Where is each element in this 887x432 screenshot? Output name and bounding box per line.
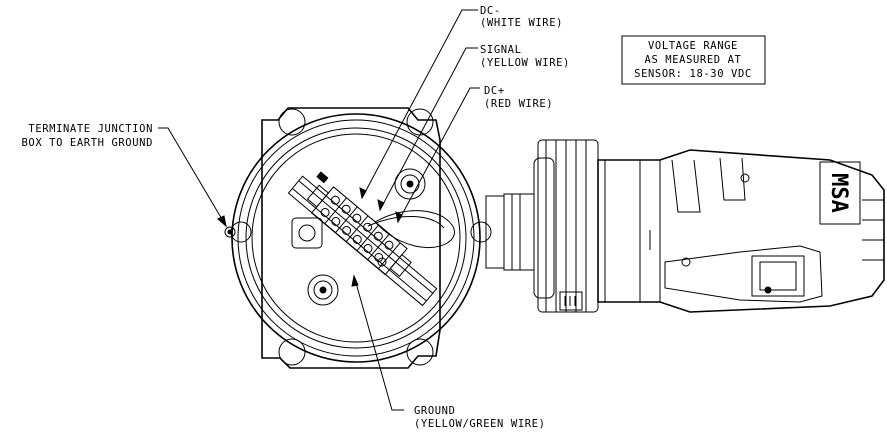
callout-ground-wire: (YELLOW/GREEN WIRE) bbox=[414, 418, 546, 430]
lug-left bbox=[230, 221, 252, 243]
sensor-label-plate bbox=[559, 291, 583, 311]
junction-box-inner-ring bbox=[245, 127, 467, 349]
callout-signal: SIGNAL (YELLOW WIRE) bbox=[480, 44, 570, 69]
conduit-nut bbox=[485, 195, 505, 269]
leader-earth-ground bbox=[158, 127, 227, 227]
leader-signal bbox=[379, 47, 478, 211]
terminal-screws bbox=[320, 195, 394, 262]
callout-signal-title: SIGNAL bbox=[480, 44, 522, 56]
housing-ear-top-left bbox=[278, 108, 306, 136]
callout-dc-plus-title: DC+ bbox=[484, 85, 505, 97]
callout-dc-plus: DC+ (RED WIRE) bbox=[484, 85, 553, 110]
mounting-boss-left bbox=[291, 217, 323, 249]
junction-box-cavity bbox=[251, 133, 461, 343]
terminal-block bbox=[306, 184, 412, 277]
callout-earth-ground: TERMINATE JUNCTION BOX TO EARTH GROUND bbox=[21, 123, 153, 149]
voltage-range-line1: VOLTAGE RANGE bbox=[648, 40, 738, 52]
sensor-assembly: MSA bbox=[485, 139, 885, 313]
leader-dc-minus bbox=[361, 9, 478, 199]
housing-ear-bottom-left bbox=[278, 338, 306, 366]
leader-dc-plus bbox=[397, 87, 480, 223]
callout-dc-minus-wire: (WHITE WIRE) bbox=[480, 17, 563, 29]
junction-box bbox=[224, 107, 492, 369]
earth-ground-screw bbox=[224, 226, 236, 238]
housing-ear-bottom-right bbox=[406, 338, 434, 366]
callout-dc-minus-title: DC- bbox=[480, 5, 501, 17]
callout-dc-plus-wire: (RED WIRE) bbox=[484, 98, 553, 110]
callout-ground-title: GROUND bbox=[414, 405, 456, 417]
lug-right bbox=[470, 221, 492, 243]
callout-earth-ground-line1: TERMINATE JUNCTION bbox=[28, 123, 153, 135]
sensor-collar bbox=[537, 139, 599, 313]
callout-earth-ground-line2: BOX TO EARTH GROUND bbox=[21, 137, 153, 149]
callout-ground: GROUND (YELLOW/GREEN WIRE) bbox=[414, 405, 546, 430]
voltage-range-frame bbox=[621, 35, 766, 85]
sensor-screw bbox=[740, 173, 750, 183]
voltage-range-line2: AS MEASURED AT bbox=[645, 54, 742, 66]
conduit-fitting bbox=[503, 193, 535, 271]
callout-dc-minus: DC- (WHITE WIRE) bbox=[480, 5, 563, 29]
msa-logo-text: MSA bbox=[826, 173, 851, 213]
voltage-range-line3: SENSOR: 18-30 VDC bbox=[634, 68, 752, 80]
voltage-range-box: VOLTAGE RANGE AS MEASURED AT SENSOR: 18-… bbox=[621, 35, 766, 85]
mounting-boss-bottom-left bbox=[307, 274, 339, 306]
leader-ground bbox=[353, 275, 404, 411]
callout-signal-wire: (YELLOW WIRE) bbox=[480, 57, 570, 69]
sensor-connector bbox=[751, 255, 805, 297]
msa-logo bbox=[819, 161, 861, 225]
junction-box-body bbox=[231, 113, 481, 363]
sensor-bracket bbox=[664, 245, 823, 303]
sensor-flange bbox=[533, 157, 555, 299]
leader-lines bbox=[158, 9, 480, 411]
junction-box-ring bbox=[237, 119, 475, 357]
